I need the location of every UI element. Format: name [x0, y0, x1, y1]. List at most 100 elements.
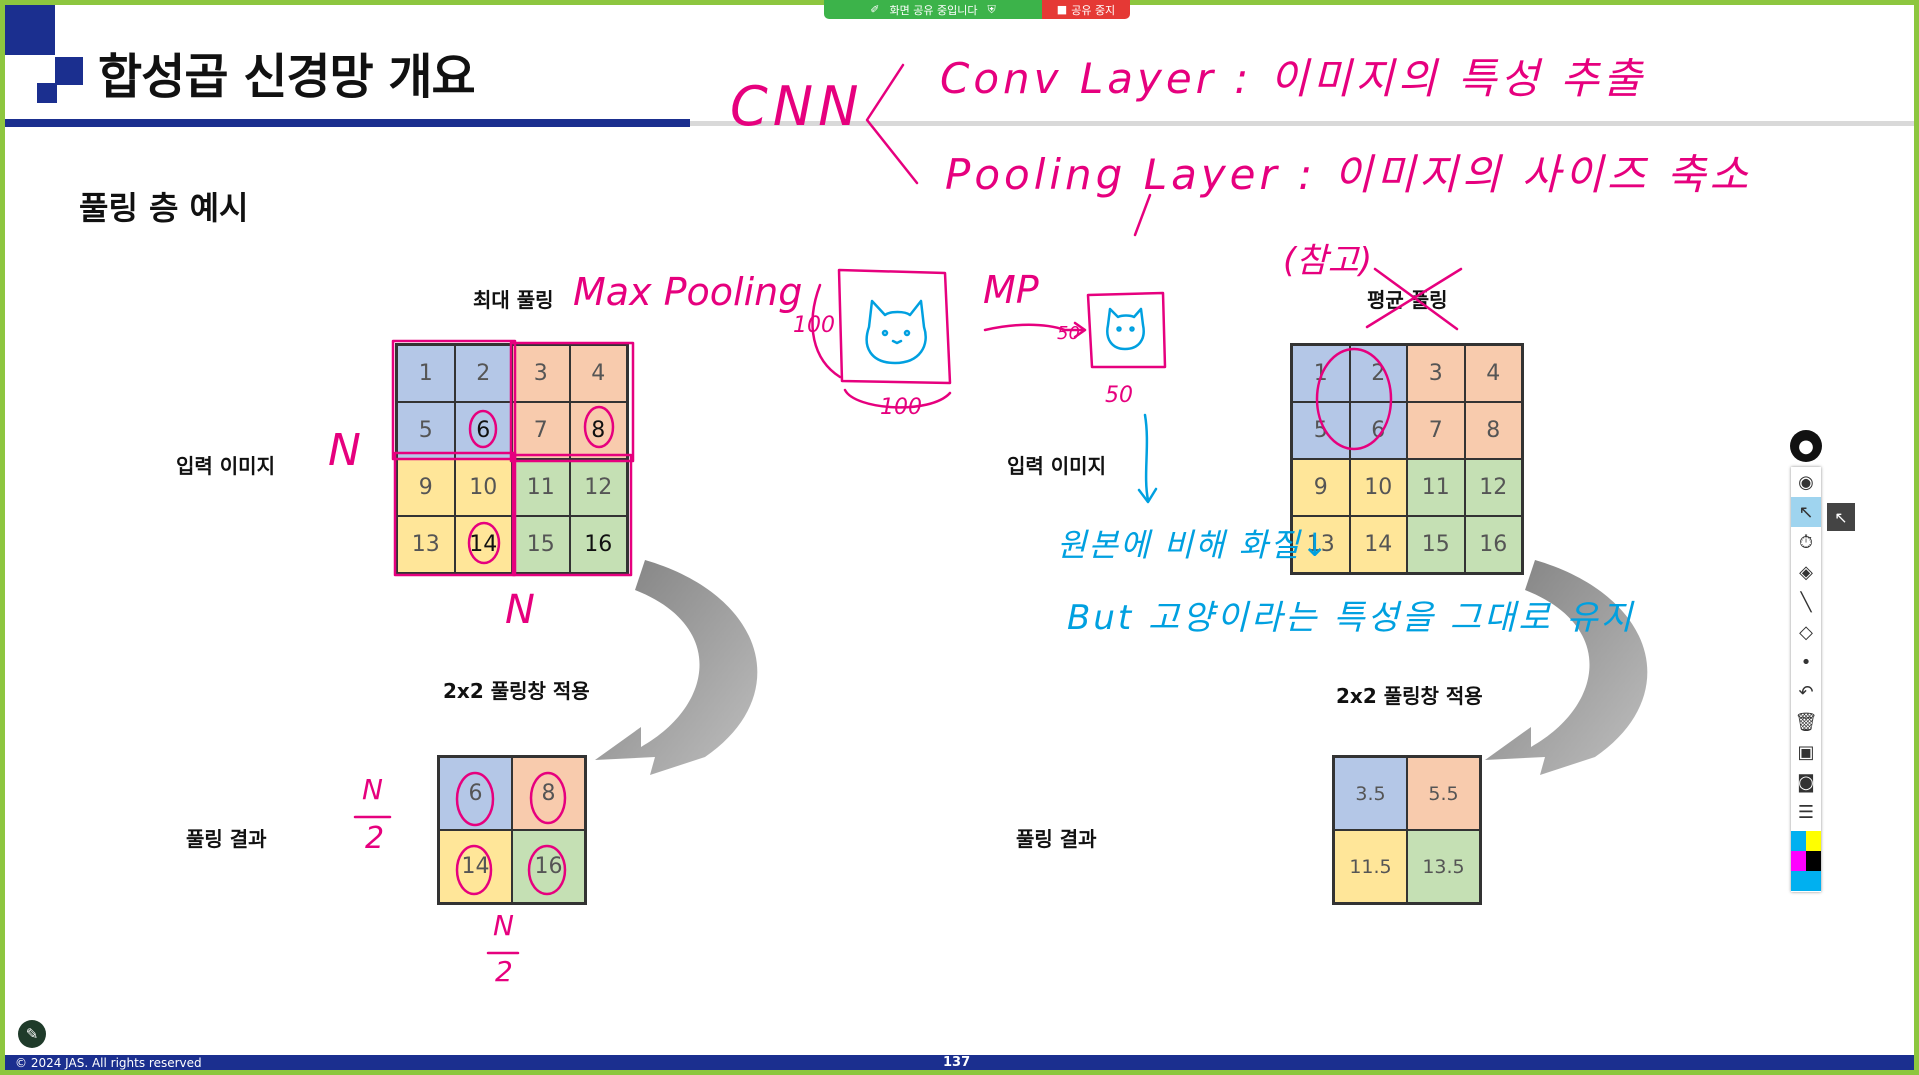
note-cnn: CNN — [730, 75, 864, 138]
grid-cell: 15 — [512, 516, 570, 573]
grid-cell: 14 — [1349, 516, 1407, 573]
note-but: But 고양이라는 특성을 그대로 유지 — [1067, 598, 1636, 638]
note-arrow — [1143, 413, 1150, 502]
note-reference: (참고) — [1283, 241, 1373, 281]
note-n-half-num: N — [362, 773, 383, 806]
undo-icon[interactable]: ↶ — [1798, 681, 1814, 703]
trash-icon[interactable]: 🗑 — [1794, 711, 1818, 733]
result-cell: 11.5 — [1334, 830, 1407, 903]
grid-cell: 12 — [569, 459, 627, 516]
result-cell: 8 — [512, 757, 585, 830]
image-frame-large — [837, 268, 952, 385]
highlighter-icon[interactable]: ◈ — [1799, 561, 1813, 583]
grid-cell: 4 — [1464, 345, 1522, 402]
note-n-side: N — [328, 425, 361, 476]
image-frame-small — [1086, 291, 1167, 369]
grid-cell: 3 — [512, 345, 570, 402]
pointer-icon[interactable]: ↖ — [1791, 497, 1821, 527]
color-swatch[interactable] — [1806, 871, 1821, 891]
grid-cell: 7 — [512, 402, 570, 459]
max-result-label: 풀링 결과 — [186, 827, 267, 851]
grid-cell: 16 — [569, 516, 627, 573]
color-swatch[interactable] — [1791, 851, 1806, 871]
copyright-text: © 2024 JAS. All rights reserved — [15, 1056, 202, 1070]
avg-result-label: 풀링 결과 — [1016, 827, 1097, 851]
presentation-slide: 합성곱 신경망 개요 풀링 층 예시 최대 풀링 입력 이미지 2x2 풀링창 … — [5, 5, 1914, 1070]
bulb-icon[interactable]: ● — [1790, 430, 1822, 462]
color-swatch[interactable] — [1791, 831, 1806, 851]
grid-cell: 6 — [1349, 402, 1407, 459]
note-n-bottom: N — [505, 587, 535, 633]
grid-cell: 2 — [1349, 345, 1407, 402]
grid-cell: 8 — [569, 402, 627, 459]
note-n-half-num: N — [493, 909, 514, 942]
grid-cell: 2 — [454, 345, 512, 402]
grid-cell: 1 — [397, 345, 455, 402]
result-cell: 14 — [439, 830, 512, 903]
color-swatch[interactable] — [1806, 851, 1821, 871]
max-input-label: 입력 이미지 — [176, 454, 275, 478]
curved-arrow-left — [595, 560, 758, 775]
grid-cell: 10 — [454, 459, 512, 516]
slide-title: 합성곱 신경망 개요 — [98, 49, 476, 105]
grid-cell: 1 — [1292, 345, 1350, 402]
result-cell: 16 — [512, 830, 585, 903]
logo-mark-block — [55, 57, 83, 85]
result-cell: 13.5 — [1407, 830, 1480, 903]
grid-cell: 3 — [1407, 345, 1465, 402]
note-max-pooling: Max Pooling — [573, 270, 803, 314]
note-n-half-den: 2 — [365, 821, 385, 856]
max-result-grid: 6 8 14 16 — [437, 755, 587, 905]
grid-cell: 6 — [454, 402, 512, 459]
dot-icon[interactable]: • — [1800, 651, 1812, 673]
grid-cell: 9 — [397, 459, 455, 516]
header-rule-gray — [690, 121, 1914, 126]
color-swatch[interactable] — [1806, 831, 1821, 851]
color-swatch[interactable] — [1791, 871, 1806, 891]
pencil-icon[interactable]: ✎ — [18, 1020, 46, 1048]
avg-window-label: 2x2 풀링창 적용 — [1336, 684, 1483, 708]
color-palette[interactable] — [1791, 831, 1821, 891]
grid-cell: 8 — [1464, 402, 1522, 459]
cat-icon-small — [1106, 307, 1145, 351]
avg-result-grid: 3.5 5.5 11.5 13.5 — [1332, 755, 1482, 905]
note-size-100-bottom: 100 — [880, 395, 922, 420]
timer-icon[interactable]: ⏱ — [1798, 531, 1814, 553]
pin-icon: ✐ — [870, 3, 880, 16]
note-n-half-den: 2 — [495, 955, 513, 988]
grid-cell: 9 — [1292, 459, 1350, 516]
pen-icon[interactable]: ╲ — [1800, 591, 1812, 613]
logo-mark — [5, 5, 55, 55]
slide-footer: © 2024 JAS. All rights reserved 137 — [5, 1055, 1914, 1070]
header-rule-blue — [5, 119, 690, 127]
grid-cell: 12 — [1464, 459, 1522, 516]
whiteboard-icon[interactable]: ▣ — [1797, 741, 1815, 763]
eraser-icon[interactable]: ◇ — [1799, 621, 1813, 643]
note-size-50-bottom: 50 — [1105, 383, 1133, 408]
result-cell: 3.5 — [1334, 757, 1407, 830]
note-size-50-left: 50 — [1057, 323, 1080, 344]
notes-icon[interactable]: ☰ — [1797, 801, 1815, 823]
cat-icon-large — [865, 299, 927, 365]
stop-sharing-button[interactable]: ■ 공유 중지 — [1042, 0, 1130, 19]
eye-icon[interactable]: ◉ — [1798, 471, 1814, 493]
annotation-toolbar: ● ◉ ↖ ⏱ ◈ ╲ ◇ • ↶ 🗑 ▣ ◙ ☰ — [1787, 425, 1825, 895]
screen-share-status[interactable]: ✐ 화면 공유 중입니다 ⛨ — [824, 0, 1042, 19]
grid-cell: 5 — [397, 402, 455, 459]
max-input-grid: 1 2 3 4 5 6 7 8 9 10 11 12 13 14 15 16 — [395, 343, 629, 575]
section-title: 풀링 층 예시 — [79, 189, 249, 227]
grid-cell: 14 — [454, 516, 512, 573]
cursor-mode-icon[interactable]: ↖ — [1827, 503, 1855, 531]
sharing-label: 화면 공유 중입니다 — [889, 3, 978, 17]
grid-cell: 7 — [1407, 402, 1465, 459]
grid-cell: 11 — [512, 459, 570, 516]
note-pooling-layer: Pooling Layer : 이미지의 사이즈 축소 — [945, 150, 1753, 199]
grid-cell: 13 — [397, 516, 455, 573]
stop-icon: ■ — [1056, 3, 1068, 16]
avg-pooling-heading: 평균 풀링 — [1367, 288, 1448, 312]
note-quality: 원본에 비해 화질↓ — [1057, 526, 1331, 564]
camera-icon[interactable]: ◙ — [1797, 771, 1815, 793]
note-mp: MP — [983, 268, 1039, 312]
grid-cell: 15 — [1407, 516, 1465, 573]
stop-sharing-label: 공유 중지 — [1071, 3, 1116, 17]
